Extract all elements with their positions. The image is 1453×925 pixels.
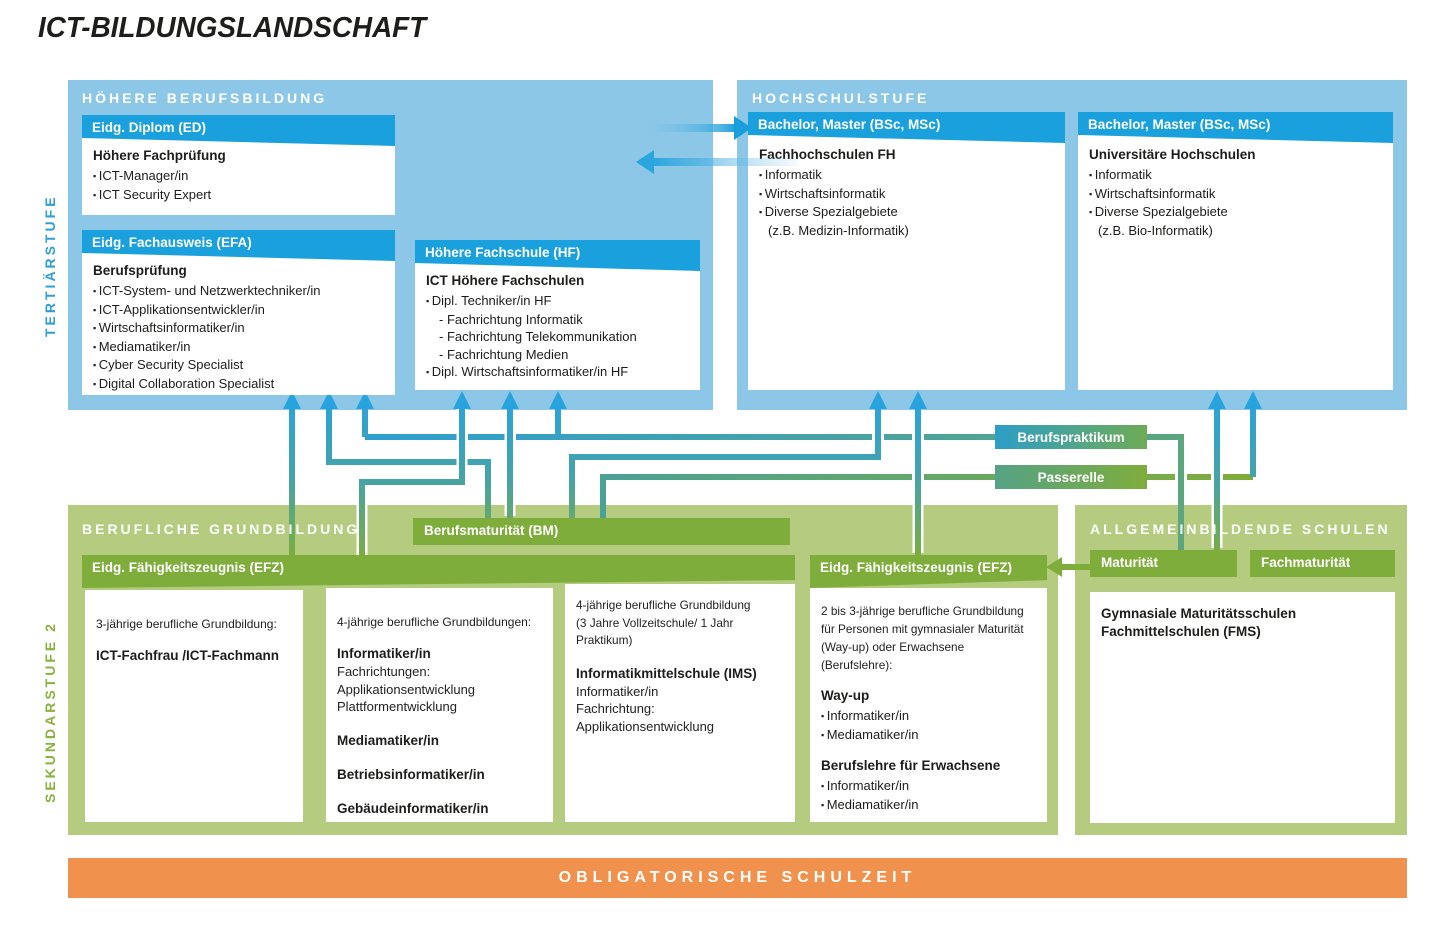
list-item: Mediamatiker/in [821, 796, 1037, 815]
uni-title: Universitäre Hochschulen [1089, 147, 1256, 162]
bfe-list: Informatiker/in Mediamatiker/in [821, 777, 1037, 814]
passerelle-label: Passerelle [995, 465, 1147, 489]
list-item: Mediamatiker/in [93, 338, 385, 357]
list-item: Informatiker/in [821, 777, 1037, 796]
bm-to-hbb-line [326, 404, 491, 520]
col-wayup-box: 2 bis 3-jährige berufliche Grundbildung … [810, 588, 1047, 822]
fh-list: Informatik Wirtschaftsinformatik Diverse… [759, 166, 1055, 239]
fachmaturitaet-label: Fachmaturität [1250, 550, 1395, 577]
secondary-level-label: SEKUNDARSTUFE 2 [42, 621, 58, 803]
list-item: ICT-System- und Netzwerktechniker/in [93, 282, 385, 301]
list-item: - Fachrichtung Telekommunikation [439, 329, 637, 344]
col-ict-fach-box: 3-jährige berufliche Grundbildung: ICT-F… [85, 590, 303, 822]
maturitaet-label: Maturität [1090, 550, 1237, 577]
list-item: Wirtschaftsinformatik [1089, 185, 1383, 204]
bgb-title: BERUFLICHE GRUNDBILDUNG [82, 521, 361, 537]
efa-header: Eidg. Fachausweis (EFA) [92, 235, 252, 250]
col3-intro2: (3 Jahre Vollzeitschule/ 1 Jahr Praktiku… [576, 615, 734, 648]
col2-prof2: Mediamatiker/in [337, 732, 440, 748]
bfe-title: Berufslehre für Erwachsene [821, 758, 1001, 773]
fachhochschule-box: Bachelor, Master (BSc, MSc) Fachhochschu… [748, 112, 1065, 390]
fh-header: Bachelor, Master (BSc, MSc) [758, 117, 941, 132]
fh-title: Fachhochschulen FH [759, 147, 896, 162]
universitaet-box: Bachelor, Master (BSc, MSc) Universitäre… [1078, 112, 1393, 390]
col3-line: Informatiker/in [576, 683, 659, 699]
list-item: Informatiker/in [821, 707, 1037, 726]
hf-header: Höhere Fachschule (HF) [425, 245, 581, 260]
list-item: ICT-Manager/in [93, 167, 385, 186]
list-item: (z.B. Medizin-Informatik) [768, 222, 909, 238]
eidg-diplom-box: Eidg. Diplom (ED) Höhere Fachprüfung ICT… [82, 115, 395, 215]
col4-intro: 2 bis 3-jährige berufliche Grundbildung … [821, 604, 1024, 672]
list-item: - Fachrichtung Medien [439, 346, 569, 362]
page-title: ICT-BILDUNGSLANDSCHAFT [38, 12, 427, 44]
wayup-title: Way-up [821, 688, 870, 703]
list-item: Dipl. Wirtschaftsinformatiker/in HF [426, 363, 690, 382]
uni-list: Informatik Wirtschaftsinformatik Diverse… [1089, 166, 1383, 239]
hf-list: Dipl. Techniker/in HF - Fachrichtung Inf… [426, 292, 690, 382]
col2-prof1-line: Plattformentwicklung [337, 699, 457, 714]
list-item: Informatik [1089, 166, 1383, 185]
col3-line: Fachrichtung: [576, 701, 655, 716]
col2-prof3: Betriebsinformatiker/in [337, 766, 485, 782]
col-ims-box: 4-jährige berufliche Grundbildung (3 Jah… [565, 584, 795, 822]
ed-title: Höhere Fachprüfung [93, 148, 226, 163]
col3-line: Applikationsentwicklung [576, 718, 715, 734]
berufsmaturitaet-label: Berufsmaturität (BM) [413, 518, 790, 545]
list-item: (z.B. Bio-Informatik) [1098, 222, 1213, 238]
col1-title: ICT-Fachfrau /ICT-Fachmann [96, 648, 280, 663]
ed-list: ICT-Manager/in ICT Security Expert [93, 167, 385, 204]
hoehere-fachschule-box: Höhere Fachschule (HF) ICT Höhere Fachsc… [415, 240, 700, 390]
list-item: Dipl. Techniker/in HF [426, 292, 690, 311]
list-item: Mediamatiker/in [821, 726, 1037, 745]
col2-prof1: Informatiker/in [337, 646, 431, 661]
wayup-list: Informatiker/in Mediamatiker/in [821, 707, 1037, 744]
list-item: ICT-Applikationsentwickler/in [93, 301, 385, 320]
footer-label: OBLIGATORISCHE SCHULZEIT [558, 869, 917, 886]
list-item: Cyber Security Specialist [93, 356, 385, 375]
list-item: Digital Collaboration Specialist [93, 375, 385, 394]
col3-intro1: 4-jährige berufliche Grundbildung [576, 598, 751, 612]
col2-prof1-line: Applikationsentwicklung [337, 681, 476, 697]
bm-to-fh-line [569, 404, 881, 520]
list-item: Wirtschaftsinformatik [759, 185, 1055, 204]
obligatorische-schulzeit-bar: OBLIGATORISCHE SCHULZEIT [68, 858, 1407, 898]
uni-header: Bachelor, Master (BSc, MSc) [1088, 117, 1271, 132]
gymnasium-box: Gymnasiale Maturitätsschulen Fachmittels… [1090, 592, 1395, 823]
ed-header: Eidg. Diplom (ED) [92, 120, 206, 135]
abs-school1: Gymnasiale Maturitätsschulen [1101, 606, 1297, 621]
col2-prof1-line: Fachrichtungen: [337, 664, 431, 679]
hs-title: HOCHSCHULSTUFE [752, 90, 930, 106]
list-item: Wirtschaftsinformatiker/in [93, 319, 385, 338]
list-item: ICT Security Expert [93, 186, 385, 205]
eidg-fachausweis-box: Eidg. Fachausweis (EFA) Berufsprüfung IC… [82, 230, 395, 395]
tertiary-level-label: TERTIÄRSTUFE [42, 194, 58, 337]
col2-intro: 4-jährige berufliche Grundbildungen: [337, 615, 532, 629]
hbb-title: HÖHERE BERUFSBILDUNG [82, 90, 328, 106]
berufspraktikum-label: Berufspraktikum [995, 425, 1147, 449]
abs-title: ALLGEMEINBILDENDE SCHULEN [1090, 521, 1391, 537]
efa-title: Berufsprüfung [93, 263, 187, 278]
list-item: Diverse Spezialgebiete [759, 203, 1055, 222]
list-item: - Fachrichtung Informatik [439, 311, 583, 327]
col2-prof4: Gebäudeinformatiker/in [337, 800, 489, 816]
col3-title: Informatikmittelschule (IMS) [576, 665, 757, 681]
hf-title: ICT Höhere Fachschulen [426, 273, 585, 288]
list-item: Informatik [759, 166, 1055, 185]
col1-intro: 3-jährige berufliche Grundbildung: [96, 617, 277, 631]
col-informatiker-box: 4-jährige berufliche Grundbildungen: Inf… [326, 588, 553, 822]
abs-school2: Fachmittelschulen (FMS) [1101, 624, 1261, 639]
efa-list: ICT-System- und Netzwerktechniker/in ICT… [93, 282, 385, 393]
list-item: Diverse Spezialgebiete [1089, 203, 1383, 222]
